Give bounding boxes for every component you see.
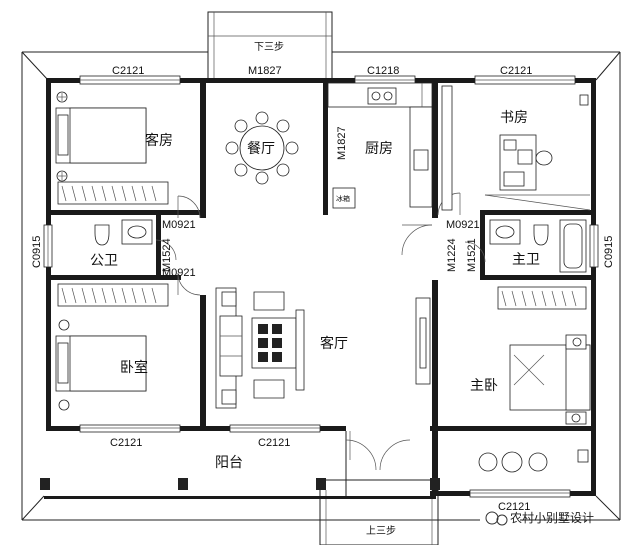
room-label-master-bedroom: 主卧 — [470, 378, 498, 394]
public-bath-fixtures — [94, 219, 153, 246]
living-sofa — [215, 287, 431, 409]
interior-walls — [51, 83, 596, 495]
watermark-text: 农村小别墅设计 — [510, 511, 594, 525]
guest-bed — [55, 91, 169, 205]
door-code-kitchen: M1827 — [336, 126, 348, 160]
steps-label-bottom: 上三步 — [366, 525, 396, 537]
door-code-master-bath: M1521 — [466, 238, 478, 272]
windows — [43, 75, 599, 498]
window-code-kitchen: C1218 — [367, 65, 399, 77]
balcony-railing — [345, 431, 351, 496]
bedroom-bed — [55, 283, 169, 411]
door-code-master-side: M1224 — [446, 238, 458, 272]
watermark: 农村小别墅设计 — [485, 511, 594, 526]
window-code-bottom-mid: C2121 — [258, 437, 290, 449]
window-code-top-right: C2121 — [500, 65, 532, 77]
master-bath-fixtures — [489, 219, 587, 273]
door-code-bedroom: M0921 — [162, 267, 196, 279]
room-label-balcony: 阳台 — [215, 455, 243, 471]
window-code-bottom-right: C2121 — [498, 501, 530, 513]
room-label-living: 客厅 — [320, 335, 348, 352]
window-code-top-left: C2121 — [112, 65, 144, 77]
room-label-public-bath: 公卫 — [90, 253, 118, 269]
window-code-bottom-left: C2121 — [110, 437, 142, 449]
room-label-master-bath: 主卫 — [512, 252, 540, 268]
room-label-bedroom: 卧室 — [120, 359, 148, 376]
study-desk — [441, 85, 591, 211]
window-code-right-side: C0915 — [603, 236, 615, 268]
dining-table — [225, 111, 299, 185]
room-label-guest: 客房 — [145, 132, 173, 149]
room-label-kitchen: 厨房 — [365, 141, 393, 157]
room-label-study: 书房 — [500, 110, 528, 126]
window-code-left-side: C0915 — [31, 236, 43, 268]
fridge-label: 冰箱 — [336, 194, 350, 203]
room-label-dining: 餐厅 — [247, 141, 275, 157]
master-bed — [478, 286, 591, 473]
door-code-guest: M0921 — [162, 219, 196, 231]
kitchen-counter — [327, 82, 433, 209]
door-code-entry: M1827 — [248, 65, 282, 77]
columns — [40, 478, 440, 490]
steps-label-top: 下三步 — [254, 41, 284, 53]
door-code-public-bath: M1524 — [161, 238, 173, 272]
door-code-study: M0921 — [446, 219, 480, 231]
